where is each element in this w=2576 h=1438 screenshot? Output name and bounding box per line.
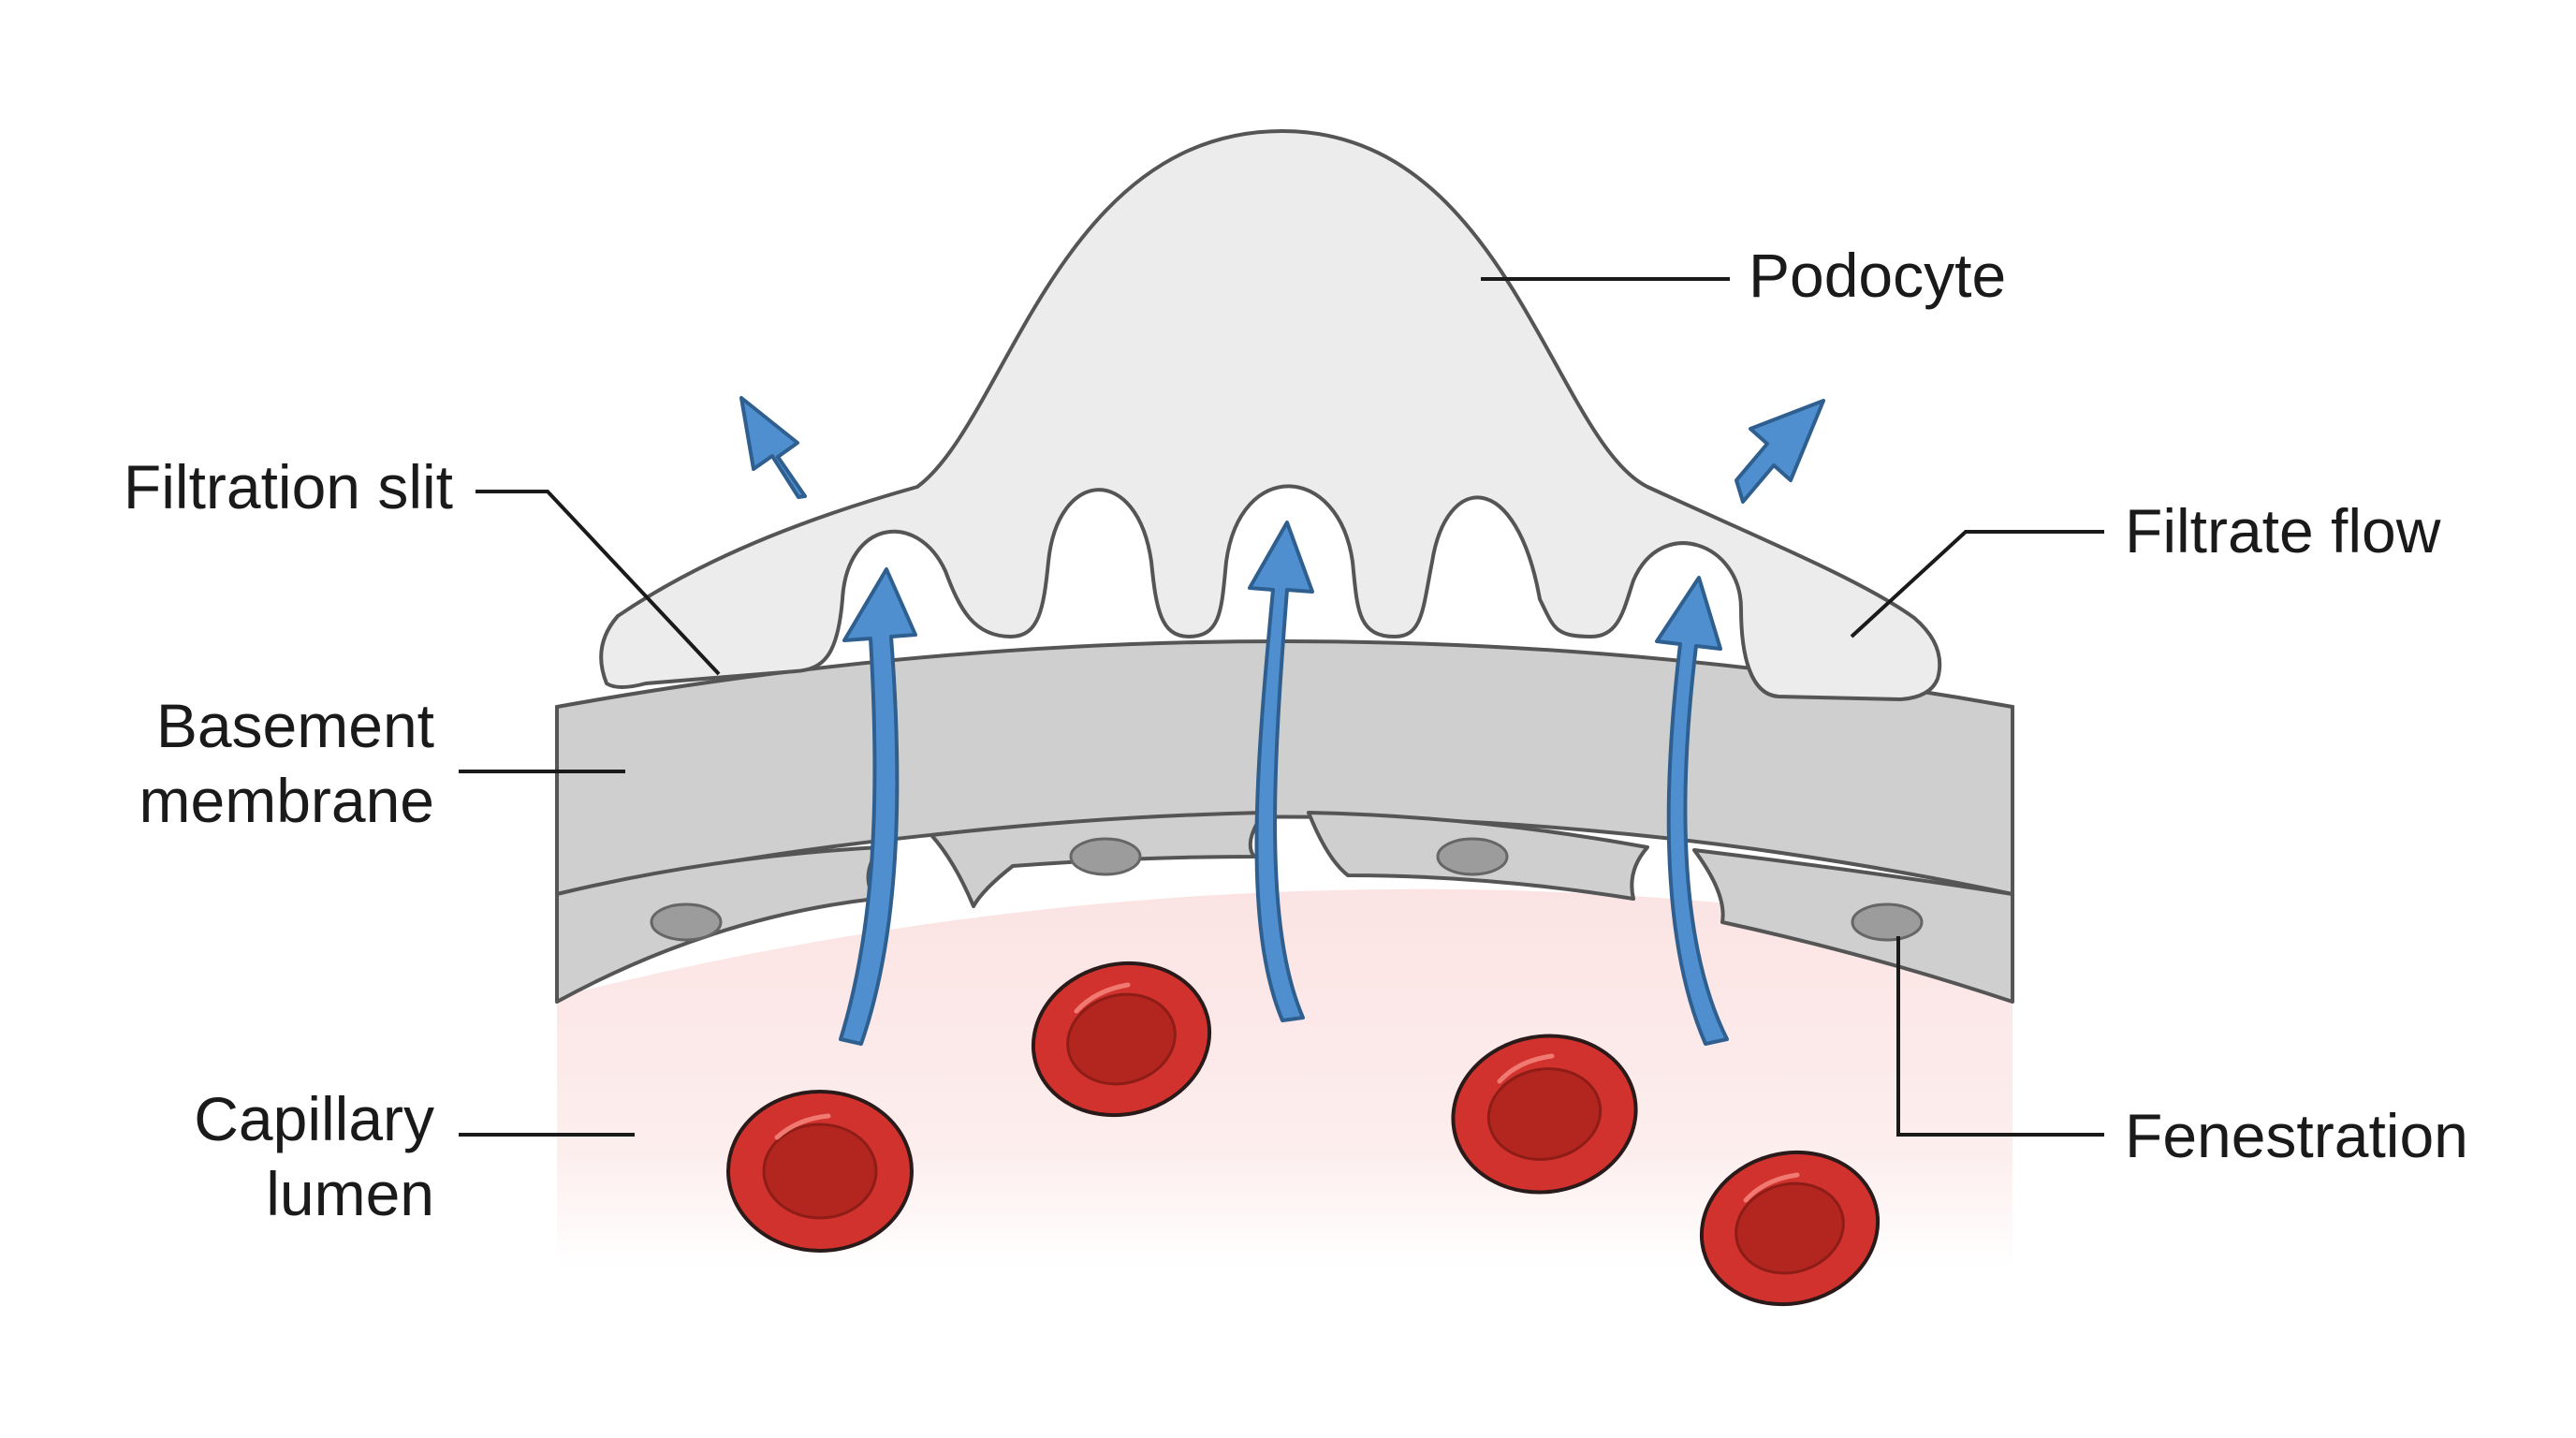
red-blood-cell-icon: [726, 1090, 914, 1253]
capillary-lumen: [557, 888, 2012, 1269]
filtrate-flow-leader: [1850, 530, 2104, 638]
capillary-lumen-label-line2: lumen: [266, 1159, 434, 1228]
filtration-slit-label: Filtration slit: [124, 452, 453, 521]
filtrate-flow-arrow-icon: [739, 396, 807, 499]
endothelial-nucleus: [1069, 837, 1142, 876]
endothelial-nucleus: [1436, 837, 1509, 876]
leader-lines: [459, 277, 2104, 1137]
basement-membrane-label-line2: membrane: [139, 766, 434, 835]
fenestration-leader: [1896, 936, 2104, 1137]
red-blood-cells: [726, 961, 1881, 1307]
filtrate-flow-label: Filtrate flow: [2125, 496, 2441, 565]
labels: Podocyte Filtration slit Filtrate flow B…: [124, 241, 2468, 1228]
filtrate-flow-arrows: [739, 396, 1825, 1046]
filtrate-flow-arrow-icon: [839, 567, 917, 1046]
podocyte-label: Podocyte: [1749, 241, 2006, 310]
filtrate-flow-arrow-icon: [1248, 521, 1314, 1022]
fenestration-label: Fenestration: [2125, 1101, 2468, 1170]
filtrate-flow-arrow-icon: [1734, 399, 1825, 504]
endothelial-nucleus: [650, 902, 723, 942]
endothelial-nucleus: [1851, 902, 1924, 942]
red-blood-cell-icon: [1451, 1034, 1638, 1195]
capillary-lumen-label-line1: Capillary: [194, 1084, 434, 1153]
red-blood-cell-icon: [1699, 1150, 1881, 1307]
red-blood-cell-icon: [1031, 961, 1212, 1118]
endothelium: [555, 811, 2014, 1004]
podocyte-cell: [599, 129, 1942, 701]
filtrate-flow-arrow-icon: [1655, 576, 1729, 1046]
basement-membrane-label-line1: Basement: [156, 691, 434, 760]
filtration-slit-leader: [476, 490, 721, 676]
